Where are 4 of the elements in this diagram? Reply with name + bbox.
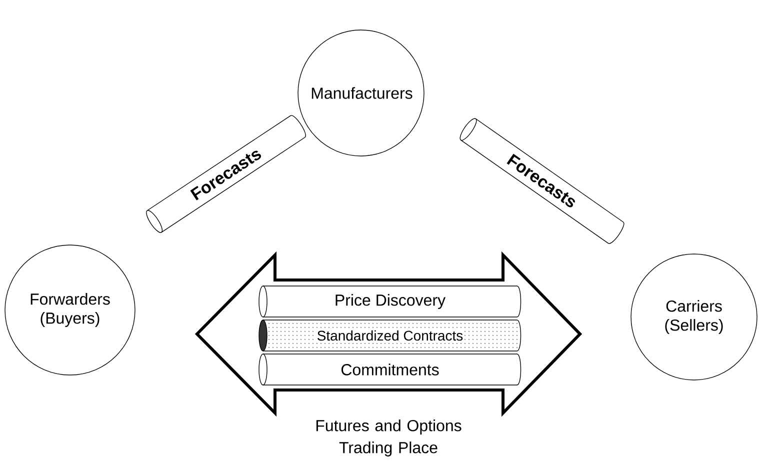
arrow-label: Futures and Options Trading Place — [316, 420, 462, 456]
cylinder: Price Discovery — [258, 286, 522, 318]
cylinder: Standardized Contracts — [258, 320, 522, 352]
cylinder: Commitments — [258, 354, 522, 386]
